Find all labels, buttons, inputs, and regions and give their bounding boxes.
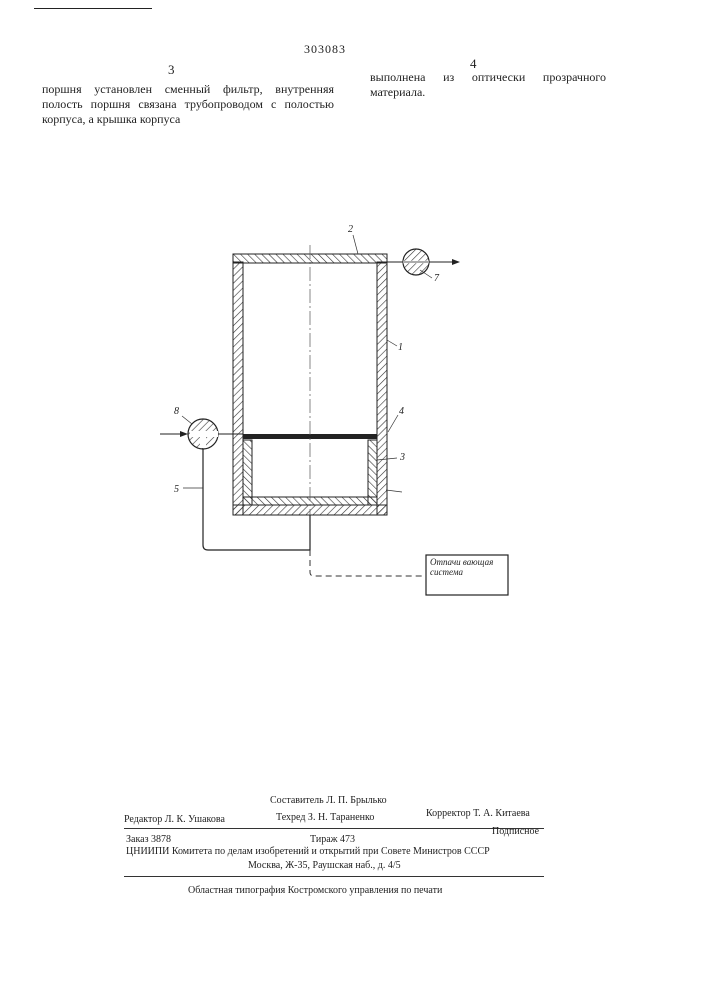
imprint-address: Москва, Ж-35, Раушская наб., д. 4/5: [248, 860, 401, 871]
label-inlet-valve: 8: [174, 406, 179, 417]
imprint-organization: ЦНИИПИ Комитета по делам изобретений и о…: [126, 846, 490, 857]
inlet-valve: [160, 419, 243, 449]
label-outlet-valve: 7: [434, 273, 440, 284]
label-pipeline: 5: [174, 484, 179, 495]
imprint-corrector: Корректор Т. А. Китаева: [426, 808, 530, 819]
imprint-rule-bottom: [124, 876, 544, 877]
label-lid: 2: [348, 224, 353, 235]
outlet-valve: [387, 249, 460, 275]
optical-link: [310, 550, 426, 576]
label-piston: 3: [399, 452, 405, 463]
imprint-tirazh: Тираж 473: [310, 834, 355, 845]
imprint-subscription: Подписное: [492, 826, 539, 837]
imprint-compiler: Составитель Л. П. Брылько: [270, 795, 387, 806]
imprint-printing: Областная типография Костромского управл…: [188, 885, 442, 896]
imprint-editor: Редактор Л. К. Ушакова: [124, 814, 225, 825]
label-housing: 1: [398, 342, 403, 353]
recording-system-label: Отпачи вающая система: [426, 557, 508, 593]
imprint-techred: Техред З. Н. Тараненко: [276, 812, 374, 823]
imprint-rule-top: [124, 828, 544, 829]
label-filter: 4: [399, 406, 404, 417]
imprint-order: Заказ 3878: [126, 834, 171, 845]
